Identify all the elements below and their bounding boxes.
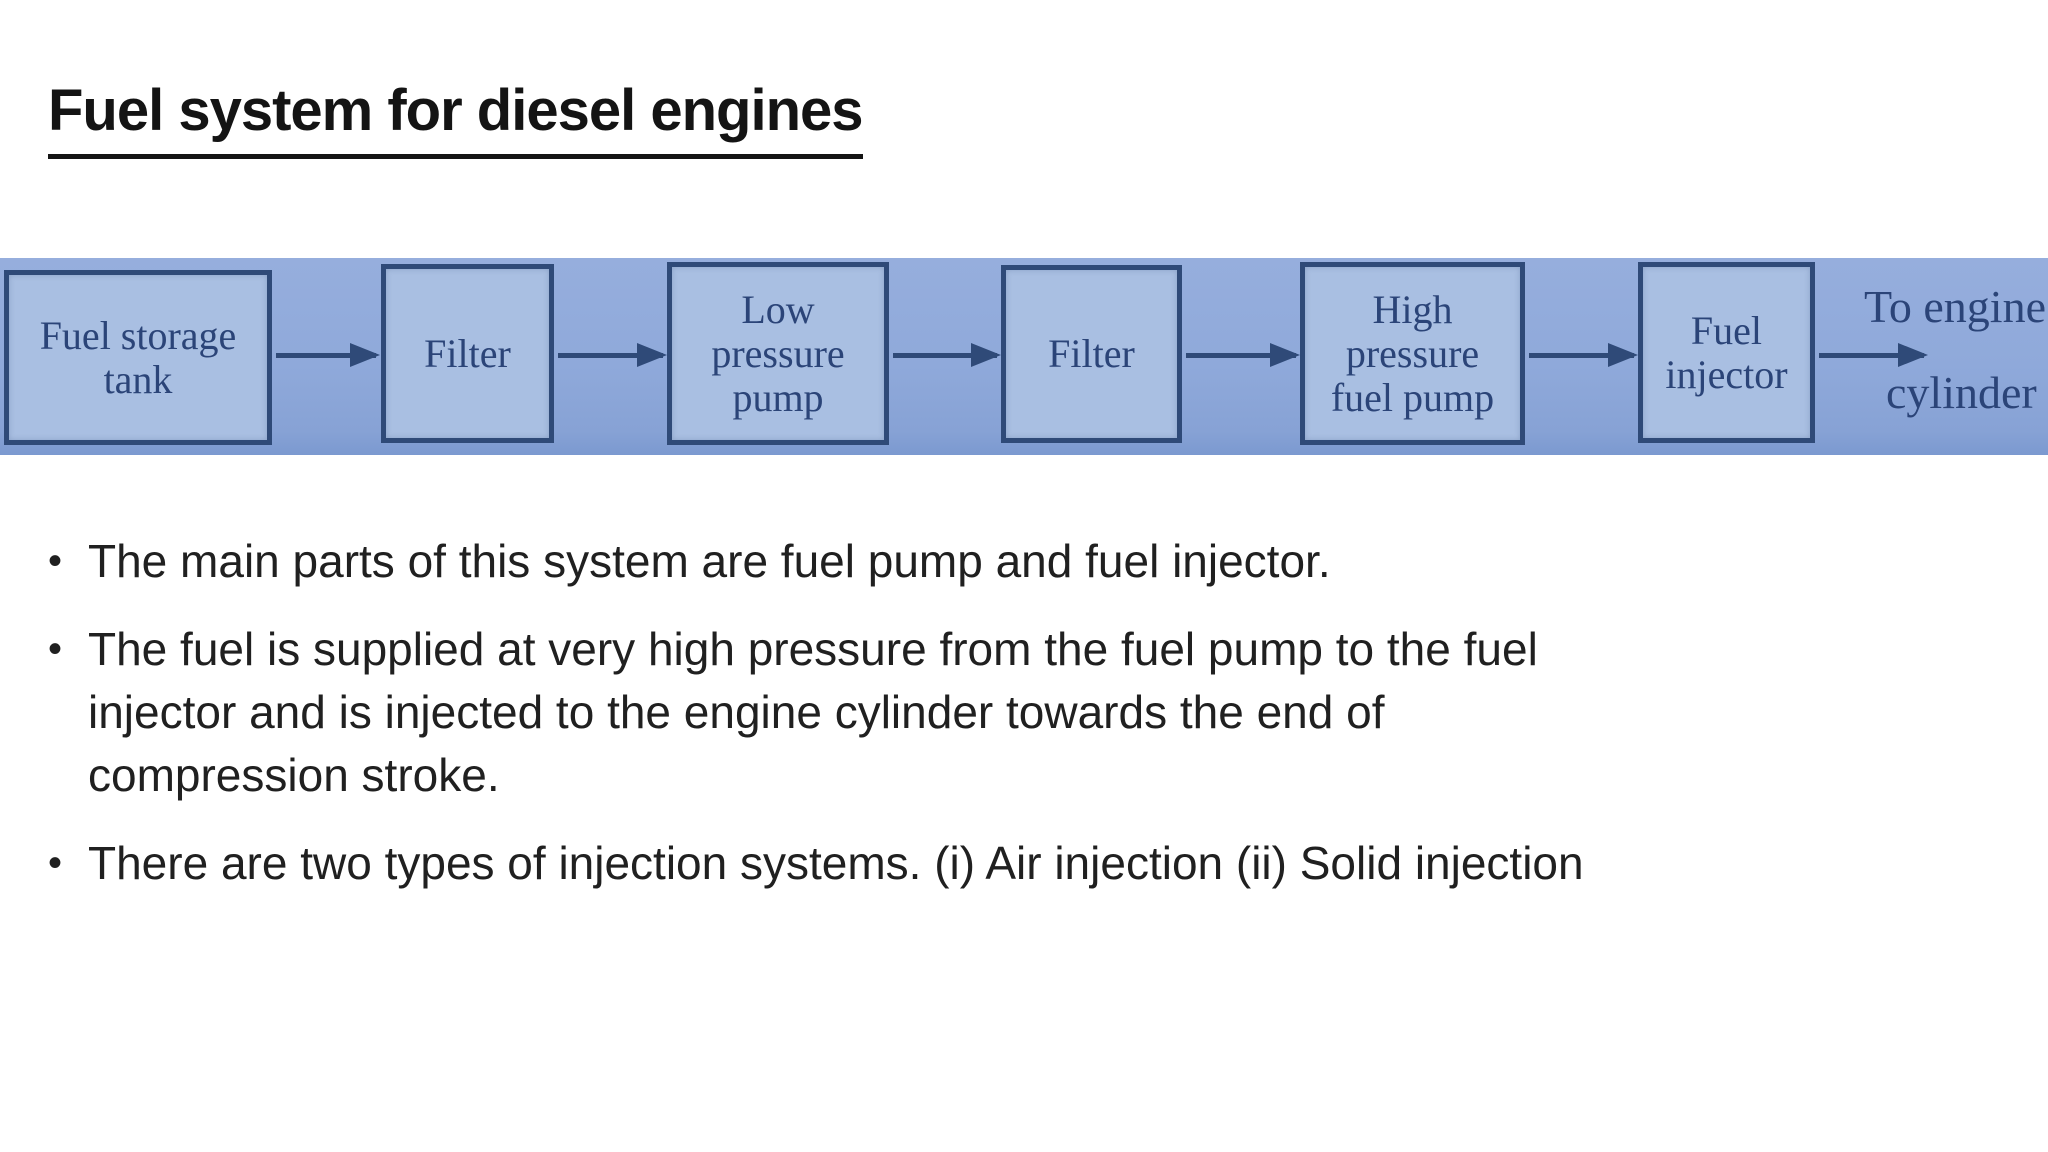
bullet-marker: • — [48, 539, 63, 583]
node-label: Fuel storage tank — [39, 312, 237, 402]
node-label: Filter — [424, 330, 511, 376]
flow-arrow-icon — [1819, 343, 1928, 367]
flow-arrow-icon — [276, 343, 380, 367]
bullet-text: There are two types of injection systems… — [88, 837, 1584, 889]
bullet-marker: • — [48, 841, 63, 885]
list-item: • There are two types of injection syste… — [48, 832, 2008, 895]
bullet-list: • The main parts of this system are fuel… — [48, 530, 2008, 920]
flow-arrow-icon — [1186, 343, 1300, 367]
node-label: High pressure fuel pump — [1330, 286, 1495, 420]
diagram-node-fuel-injector: Fuel injector — [1638, 262, 1815, 443]
diagram-node-low-pressure-pump: Low pressure pump — [667, 262, 889, 445]
flow-arrow-icon — [1529, 343, 1638, 367]
page-title: Fuel system for diesel engines — [48, 72, 864, 160]
bullet-text: The main parts of this system are fuel p… — [88, 535, 1331, 587]
node-label: Fuel injector — [1665, 307, 1788, 397]
list-item: • The main parts of this system are fuel… — [48, 530, 2008, 593]
node-label: Low pressure pump — [711, 286, 845, 420]
fuel-flow-diagram: Fuel storage tank Filter Low pressure pu… — [0, 258, 2048, 455]
output-label-cylinder: cylinder — [1886, 367, 2037, 418]
diagram-node-filter-2: Filter — [1001, 265, 1182, 443]
output-label-to-engine: To engine — [1864, 281, 2047, 332]
node-label: Filter — [1048, 331, 1135, 376]
diagram-node-filter-1: Filter — [381, 264, 554, 443]
list-item: • The fuel is supplied at very high pres… — [48, 618, 2008, 807]
bullet-marker: • — [48, 627, 63, 671]
diagram-node-fuel-storage-tank: Fuel storage tank — [4, 270, 272, 445]
bullet-text: The fuel is supplied at very high pressu… — [88, 623, 1538, 801]
flow-arrow-icon — [893, 343, 1001, 367]
flow-arrow-icon — [558, 343, 667, 367]
diagram-node-high-pressure-fuel-pump: High pressure fuel pump — [1300, 262, 1525, 445]
